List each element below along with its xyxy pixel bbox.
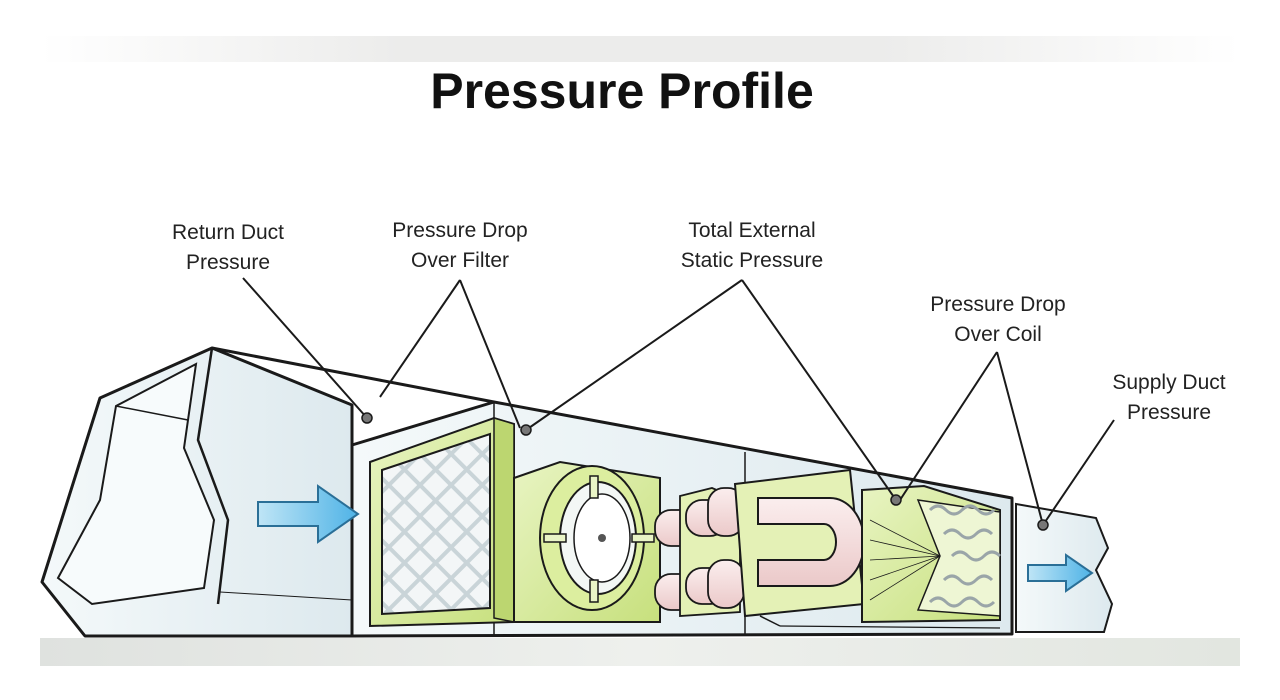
evaporator-coil [861, 484, 1002, 624]
return-duct [40, 346, 354, 638]
supply-airflow-arrow [1027, 553, 1094, 593]
leader-lines [242, 277, 1115, 526]
page-title: Pressure Profile [430, 63, 814, 119]
heat-exchanger [654, 468, 1001, 629]
return-airflow-arrow [257, 484, 360, 544]
title-band [40, 36, 1240, 62]
return-duct-test-point [361, 412, 373, 424]
floor-band [40, 638, 1240, 666]
filter-test-point [520, 424, 532, 436]
measurement-points [361, 412, 1049, 531]
blower-fan [513, 460, 661, 623]
supply-duct-test-point [1037, 519, 1049, 531]
coil-test-point [890, 494, 902, 506]
